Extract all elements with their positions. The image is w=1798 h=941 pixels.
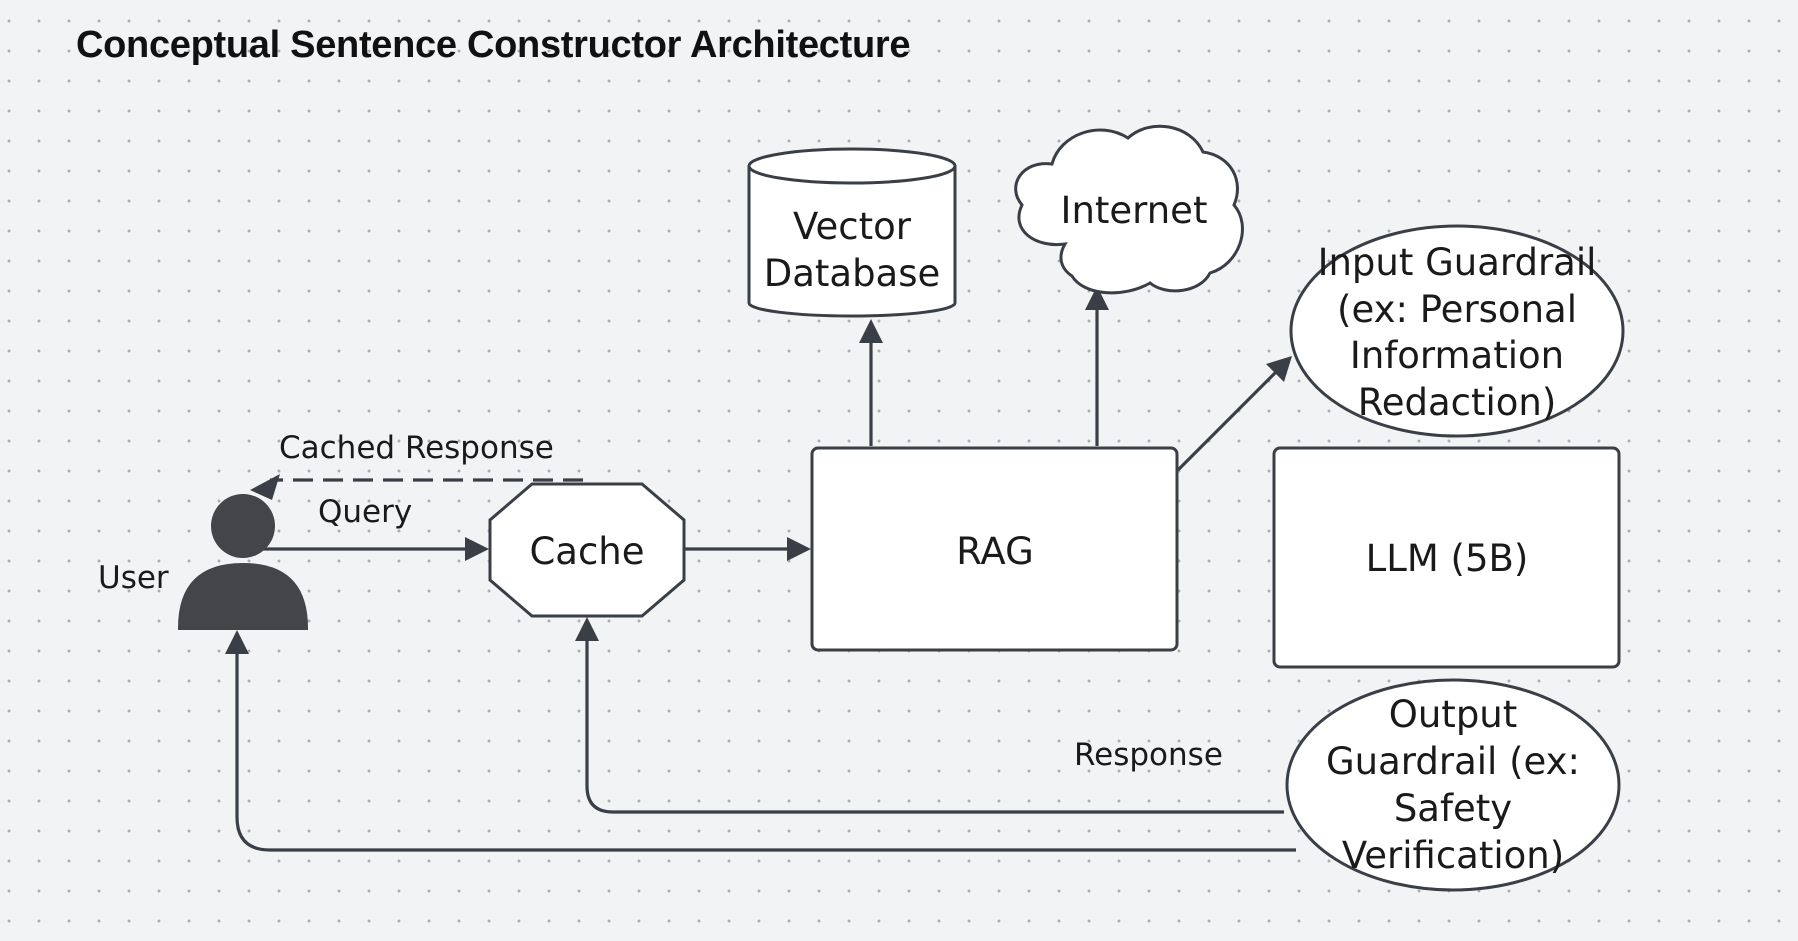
input-guardrail-label-line-1: Input Guardrail [1318, 241, 1597, 284]
query-label: Query [318, 494, 412, 530]
internet-label: Internet [1061, 189, 1208, 232]
rag-node[interactable]: RAG [810, 446, 1179, 652]
cached-response-label: Cached Response [279, 430, 554, 466]
input-guardrail-label-line-3: Information [1350, 334, 1564, 377]
edge-rag-to-vector-database [859, 319, 883, 446]
edge-cache-to-rag [684, 537, 811, 561]
llm-node[interactable]: LLM (5B) [1272, 446, 1621, 669]
input-guardrail-label-line-2: (ex: Personal [1337, 288, 1577, 331]
edge-rag-to-input-guardrail [1176, 356, 1292, 472]
edge-response-to-cache [575, 617, 1284, 814]
edge-query [262, 537, 489, 561]
cache-node[interactable]: Cache [488, 482, 686, 618]
vector-database-label-line-1: Vector [793, 205, 912, 248]
edge-rag-to-internet [1085, 286, 1109, 446]
cache-label: Cache [529, 530, 644, 573]
output-guardrail-label-line-2: Guardrail (ex: [1326, 740, 1580, 783]
response-label: Response [1074, 737, 1223, 773]
edge-response-to-user [225, 630, 1296, 852]
input-guardrail-node[interactable]: Input Guardrail (ex: Personal Informatio… [1289, 224, 1625, 438]
user-node[interactable]: User [98, 494, 308, 630]
edge-cached-response [250, 474, 583, 500]
vector-database-label-line-2: Database [764, 252, 941, 295]
input-guardrail-label-line-4: Redaction) [1358, 381, 1557, 424]
output-guardrail-label-line-1: Output [1389, 693, 1518, 736]
vector-database-node[interactable]: Vector Database [747, 147, 957, 318]
llm-label: LLM (5B) [1366, 537, 1529, 580]
diagram-title: Conceptual Sentence Constructor Architec… [76, 24, 911, 66]
internet-node[interactable]: Internet [1014, 124, 1244, 295]
rag-label: RAG [956, 530, 1034, 573]
user-label: User [98, 560, 169, 596]
output-guardrail-label-line-3: Safety [1394, 787, 1512, 830]
output-guardrail-node[interactable]: Output Guardrail (ex: Safety Verificatio… [1285, 678, 1621, 892]
user-icon [178, 494, 308, 630]
output-guardrail-label-line-4: Verification) [1342, 834, 1564, 877]
